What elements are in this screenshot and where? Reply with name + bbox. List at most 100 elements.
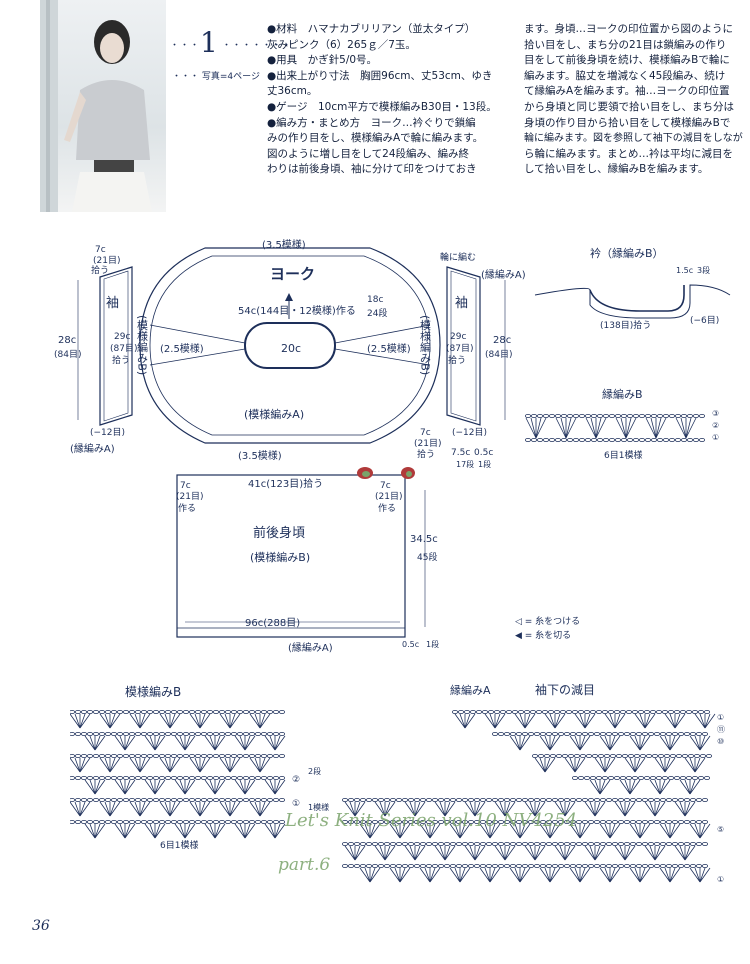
chain-stitch <box>635 863 642 868</box>
dc-stitch <box>444 801 456 817</box>
chain-stitch <box>605 819 612 824</box>
dc-stitch <box>359 867 371 883</box>
dc-stitch <box>634 757 646 773</box>
dc-stitch <box>94 779 101 795</box>
chain-stitch <box>530 414 537 419</box>
chain-stitch <box>551 841 558 846</box>
dc-stitch <box>629 779 641 795</box>
chain-stitch <box>659 841 666 846</box>
dc-stitch <box>344 845 356 861</box>
chain-stitch <box>493 709 500 714</box>
dc-stitch <box>459 823 466 839</box>
dc-stitch <box>214 779 221 795</box>
dc-stitch <box>429 867 436 883</box>
dc-stitch <box>219 801 231 817</box>
collar-3: 3段 <box>697 265 710 275</box>
chain-stitch <box>623 841 630 846</box>
chain-stitch <box>426 841 433 846</box>
chain-stitch <box>396 841 403 846</box>
chain-stitch <box>701 819 708 824</box>
chain-stitch <box>551 732 558 737</box>
chain-stitch <box>569 819 576 824</box>
dc-stitch <box>164 757 171 773</box>
chain-stitch <box>111 776 118 781</box>
chain-stitch <box>539 798 546 803</box>
chain-stitch <box>92 732 99 737</box>
chain-stitch <box>661 776 668 781</box>
chain-stitch <box>701 841 708 846</box>
chain-stitch <box>444 798 451 803</box>
dc-stitch <box>504 845 511 861</box>
dc-stitch <box>685 417 697 439</box>
chain-stitch <box>224 732 231 737</box>
chain-stitch <box>438 841 445 846</box>
chain-stitch <box>548 414 555 419</box>
dc-stitch <box>414 801 421 817</box>
dc-stitch <box>399 867 406 883</box>
chain-stitch <box>575 841 582 846</box>
chain-stitch <box>569 732 576 737</box>
instructions-line: て縁編みAを編みます。袖…ヨークの印位置 <box>524 85 730 98</box>
chain-stitch <box>629 863 636 868</box>
chain-stitch <box>80 709 87 714</box>
dc-stitch <box>560 417 567 439</box>
chain-stitch <box>98 709 105 714</box>
chain-stitch <box>183 732 190 737</box>
chain-stitch <box>420 819 427 824</box>
sleeve-r-rows2: 1段 <box>478 459 491 469</box>
dc-stitch <box>504 845 516 861</box>
sleeve-r-height-st: (84目) <box>485 349 512 360</box>
chain-stitch <box>390 863 397 868</box>
chain-stitch <box>653 819 660 824</box>
body-make-l3: 作る <box>178 502 196 514</box>
chain-stitch <box>695 863 702 868</box>
chain-stitch <box>535 709 542 714</box>
chain-stitch <box>509 863 516 868</box>
dc-stitch <box>244 779 256 795</box>
chain-stitch <box>481 709 488 714</box>
dc-stitch <box>534 845 541 861</box>
sleeve-r-75: 7.5c <box>451 448 470 458</box>
chain-stitch <box>677 841 684 846</box>
chain-stitch <box>681 754 688 759</box>
chain-stitch <box>553 709 560 714</box>
body-edge: (縁編みA) <box>288 641 333 654</box>
dc-stitch <box>519 867 526 883</box>
materials-line: ●材料 ハマナカブリリアン（並太タイプ） <box>267 23 476 35</box>
chain-stitch <box>531 754 538 759</box>
dc-stitch <box>164 713 171 729</box>
dc-stitch <box>74 757 81 773</box>
yoke-rows-label: 24段 <box>367 307 387 319</box>
chain-stitch <box>599 841 606 846</box>
chain-stitch <box>224 776 231 781</box>
chain-stitch <box>599 798 606 803</box>
dc-stitch <box>204 735 216 751</box>
chain-stitch <box>525 438 531 443</box>
chain-stitch <box>695 732 702 737</box>
dc-stitch <box>569 757 576 773</box>
dc-stitch <box>474 845 481 861</box>
chain-stitch <box>521 863 528 868</box>
dc-stitch <box>139 801 151 817</box>
dc-stitch <box>234 823 246 839</box>
chain-stitch <box>505 709 512 714</box>
dc-stitch <box>689 867 701 883</box>
chain-stitch <box>123 754 130 759</box>
dc-stitch <box>539 867 551 883</box>
chain-stitch <box>587 798 594 803</box>
dc-stitch <box>659 779 671 795</box>
chain-stitch <box>402 819 409 824</box>
chain-stitch <box>111 709 118 714</box>
chain-stitch <box>278 798 285 803</box>
chain-stitch <box>639 414 646 419</box>
chain-stitch <box>561 438 568 443</box>
dc-stitch <box>449 867 461 883</box>
dc-stitch <box>229 757 241 773</box>
chain-stitch <box>177 754 184 759</box>
chain-stitch <box>686 414 693 419</box>
chain-stitch <box>499 709 506 714</box>
chain-stitch <box>266 754 273 759</box>
dc-stitch <box>479 867 491 883</box>
dc-stitch <box>579 823 586 839</box>
dc-stitch <box>129 757 141 773</box>
